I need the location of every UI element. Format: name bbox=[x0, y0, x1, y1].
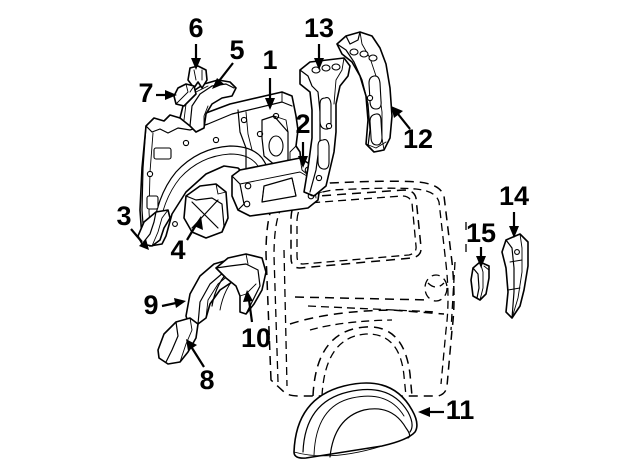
part-quarter-inner-panel bbox=[139, 91, 303, 247]
part-roof-rail-reinforcement bbox=[299, 57, 351, 197]
vehicle-body-outline bbox=[265, 180, 467, 397]
part-roof-side-rail-inner bbox=[336, 31, 393, 153]
callout-number-9: 9 bbox=[143, 290, 158, 320]
callout-number-2: 2 bbox=[295, 109, 310, 139]
part-small-pillar-bracket bbox=[470, 261, 490, 301]
part-lower-rear-extension bbox=[157, 317, 199, 365]
part-wheelhouse-outer-arch bbox=[215, 253, 267, 315]
callout-number-1: 1 bbox=[262, 45, 277, 75]
part-wheelhouse-reinforcement bbox=[231, 157, 321, 217]
callout-number-15: 15 bbox=[466, 218, 496, 248]
callout-number-10: 10 bbox=[241, 323, 271, 353]
callout-number-4: 4 bbox=[170, 235, 185, 265]
part-anchor-nut-bracket bbox=[173, 83, 197, 107]
callout-numbers: 1 2 3 4 5 6 7 8 9 10 11 12 13 14 15 bbox=[116, 13, 529, 425]
callout-number-13: 13 bbox=[304, 13, 334, 43]
callout-leaders bbox=[130, 44, 519, 417]
callout-number-7: 7 bbox=[138, 78, 153, 108]
callout-number-5: 5 bbox=[229, 35, 244, 65]
part-rear-pillar-stiffener bbox=[501, 233, 529, 319]
part-wheelhouse-liner bbox=[293, 382, 418, 459]
callout-number-12: 12 bbox=[403, 124, 433, 154]
callout-number-6: 6 bbox=[188, 13, 203, 43]
part-x-brace-gusset bbox=[183, 183, 229, 239]
callout-number-3: 3 bbox=[116, 201, 131, 231]
callout-number-8: 8 bbox=[199, 365, 214, 395]
part-small-clip-bracket bbox=[187, 65, 208, 89]
callout-number-14: 14 bbox=[499, 181, 529, 211]
callout-number-11: 11 bbox=[446, 395, 475, 425]
